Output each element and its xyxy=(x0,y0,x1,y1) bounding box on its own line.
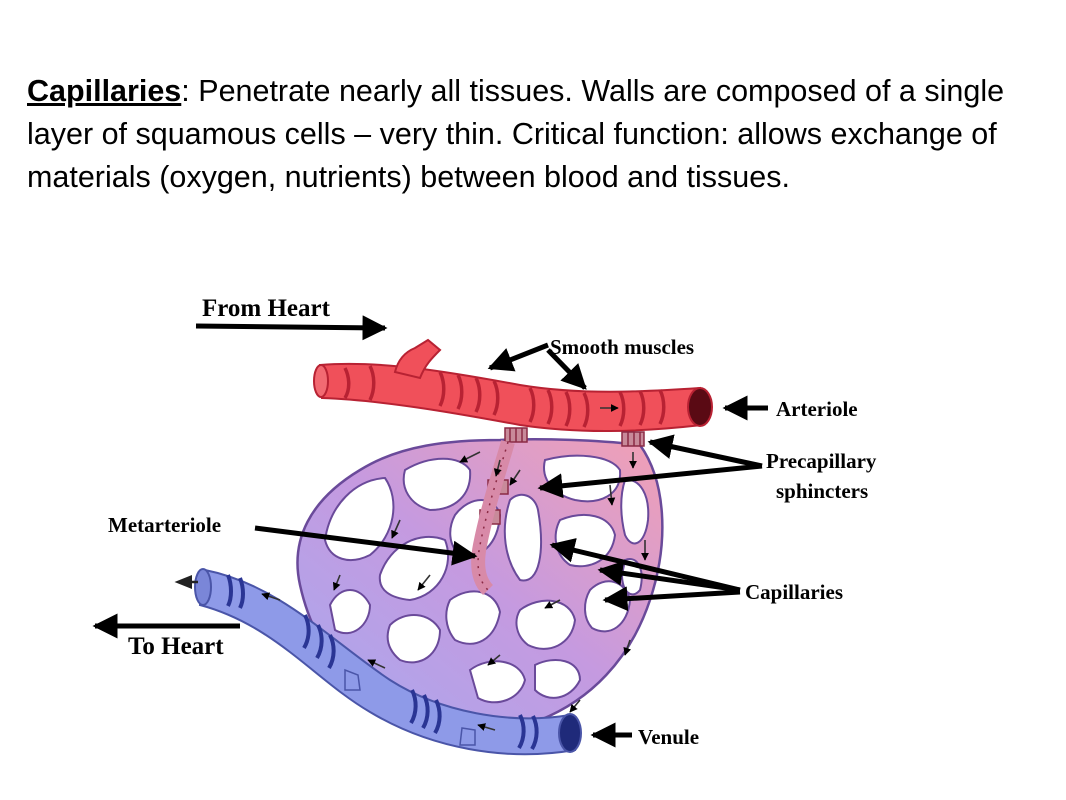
label-arteriole: Arteriole xyxy=(776,397,858,421)
smooth-muscles-pointer-2 xyxy=(546,348,587,390)
precapillary-pointer-2 xyxy=(537,463,763,499)
label-capillaries: Capillaries xyxy=(745,580,843,604)
label-arrows xyxy=(92,315,768,748)
arteriole-body xyxy=(318,362,704,432)
smooth-muscles-pointer-1 xyxy=(487,342,549,372)
capillaries-pointer-2 xyxy=(597,560,741,593)
smooth-muscle-bands xyxy=(343,365,666,428)
from-heart-arrow xyxy=(195,315,388,341)
metarteriole-pointer xyxy=(254,525,478,566)
slide-body: : Penetrate nearly all tissues. Walls ar… xyxy=(27,74,1005,194)
label-precapillary-line2: sphincters xyxy=(776,479,868,503)
venule-vessel xyxy=(174,568,582,756)
arteriole-vessel xyxy=(313,338,713,595)
label-to-heart: To Heart xyxy=(128,633,224,660)
capillary-gaps xyxy=(323,454,650,704)
precapillary-pointer-1 xyxy=(647,434,763,469)
label-venule: Venule xyxy=(638,725,699,749)
venule-flow-arrows xyxy=(261,592,496,731)
arteriole-flow-arrows xyxy=(493,404,637,477)
slide-text: Capillaries: Penetrate nearly all tissue… xyxy=(27,70,1047,199)
label-metarteriole: Metarteriole xyxy=(108,513,221,537)
diagram-labels: From Heart Smooth muscles Arteriole Prec… xyxy=(108,295,877,749)
capillaries-pointer-3 xyxy=(602,586,741,612)
label-from-heart: From Heart xyxy=(202,295,331,322)
label-smooth-muscles: Smooth muscles xyxy=(550,335,694,359)
venule-bands xyxy=(226,574,539,751)
label-precapillary-line1: Precapillary xyxy=(766,449,877,473)
slide-term: Capillaries xyxy=(27,74,182,108)
capillaries-pointer-1 xyxy=(549,538,741,593)
